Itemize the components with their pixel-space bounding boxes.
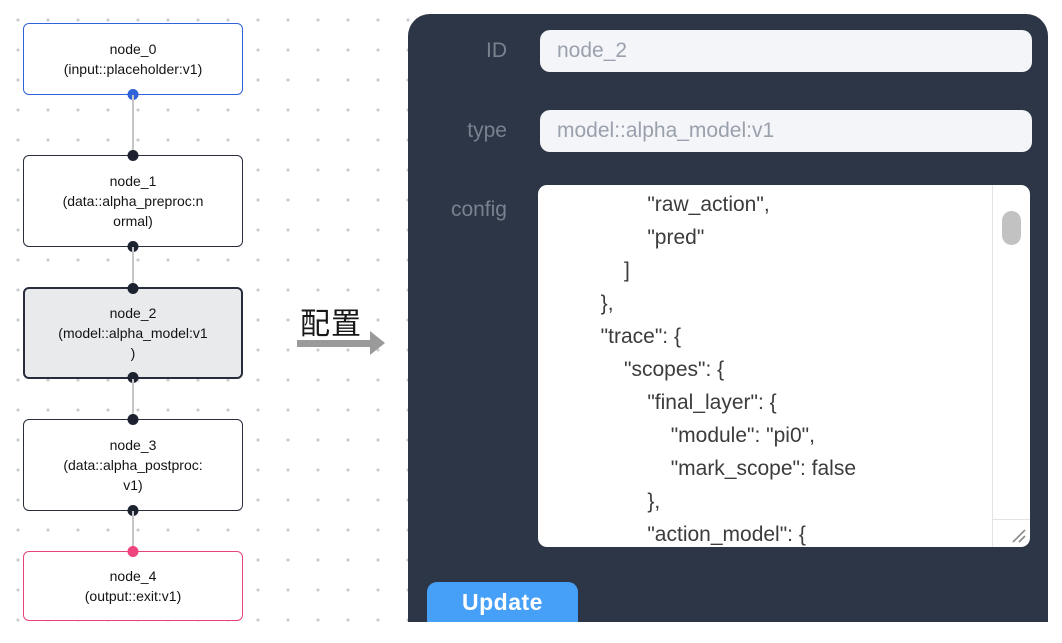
- graph-node-4[interactable]: node_4 (output::exit:v1): [23, 546, 243, 621]
- graph-node-2-selected[interactable]: node_2 (model::alpha_model:v1 ): [23, 283, 243, 383]
- id-field-label: ID: [486, 39, 507, 62]
- node-title: node_3: [109, 437, 157, 453]
- config-textarea[interactable]: "raw_action", "pred" ] }, "trace": { "sc…: [538, 185, 1030, 547]
- output-port[interactable]: [127, 372, 139, 383]
- input-port[interactable]: [127, 546, 139, 557]
- scrollbar-thumb[interactable]: [1002, 211, 1021, 245]
- type-input[interactable]: [540, 110, 1032, 152]
- edge-node2-node3: [132, 379, 134, 419]
- arrow-head-icon: [370, 331, 385, 355]
- output-port[interactable]: [127, 505, 139, 516]
- input-port[interactable]: [127, 414, 139, 425]
- id-input[interactable]: [540, 30, 1032, 72]
- edge-node3-node4: [132, 511, 134, 551]
- node-title: node_4: [109, 568, 157, 584]
- node-title: node_2: [109, 305, 157, 321]
- update-button[interactable]: Update: [427, 582, 578, 622]
- node-type-label: (output::exit:v1): [84, 588, 182, 604]
- output-port[interactable]: [127, 89, 139, 100]
- node-config-panel: ID type config "raw_action", "pred" ] },…: [408, 14, 1048, 622]
- node-type-label: (data::alpha_preproc:n: [62, 193, 204, 209]
- node-type-label: v1): [123, 477, 143, 493]
- node-type-label: (input::placeholder:v1): [63, 61, 203, 77]
- type-field-label: type: [467, 119, 507, 142]
- graph-node-1[interactable]: node_1 (data::alpha_preproc:n ormal): [23, 150, 243, 252]
- resize-handle-icon[interactable]: [1009, 526, 1027, 544]
- scrollbar-track: [992, 185, 993, 547]
- config-field-label: config: [450, 198, 507, 221]
- edge-node1-node2: [132, 247, 134, 287]
- graph-node-3[interactable]: node_3 (data::alpha_postproc: v1): [23, 414, 243, 516]
- configure-annotation: 配置: [300, 308, 362, 341]
- input-port[interactable]: [127, 150, 139, 161]
- output-port[interactable]: [127, 241, 139, 252]
- node-title: node_1: [109, 173, 157, 189]
- config-json-text: "raw_action", "pred" ] }, "trace": { "sc…: [600, 193, 857, 546]
- edge-node0-node1: [132, 95, 134, 155]
- scrollbar-corner: [993, 519, 1030, 520]
- node-title: node_0: [109, 41, 157, 57]
- node-type-label: (data::alpha_postproc:: [63, 457, 203, 473]
- input-port[interactable]: [127, 283, 139, 294]
- node-type-label: ormal): [113, 213, 153, 229]
- node-type-label: ): [130, 345, 136, 361]
- arrow-icon: [297, 340, 371, 347]
- node-type-label: (model::alpha_model:v1: [58, 325, 208, 341]
- graph-node-0[interactable]: node_0 (input::placeholder:v1): [23, 23, 243, 100]
